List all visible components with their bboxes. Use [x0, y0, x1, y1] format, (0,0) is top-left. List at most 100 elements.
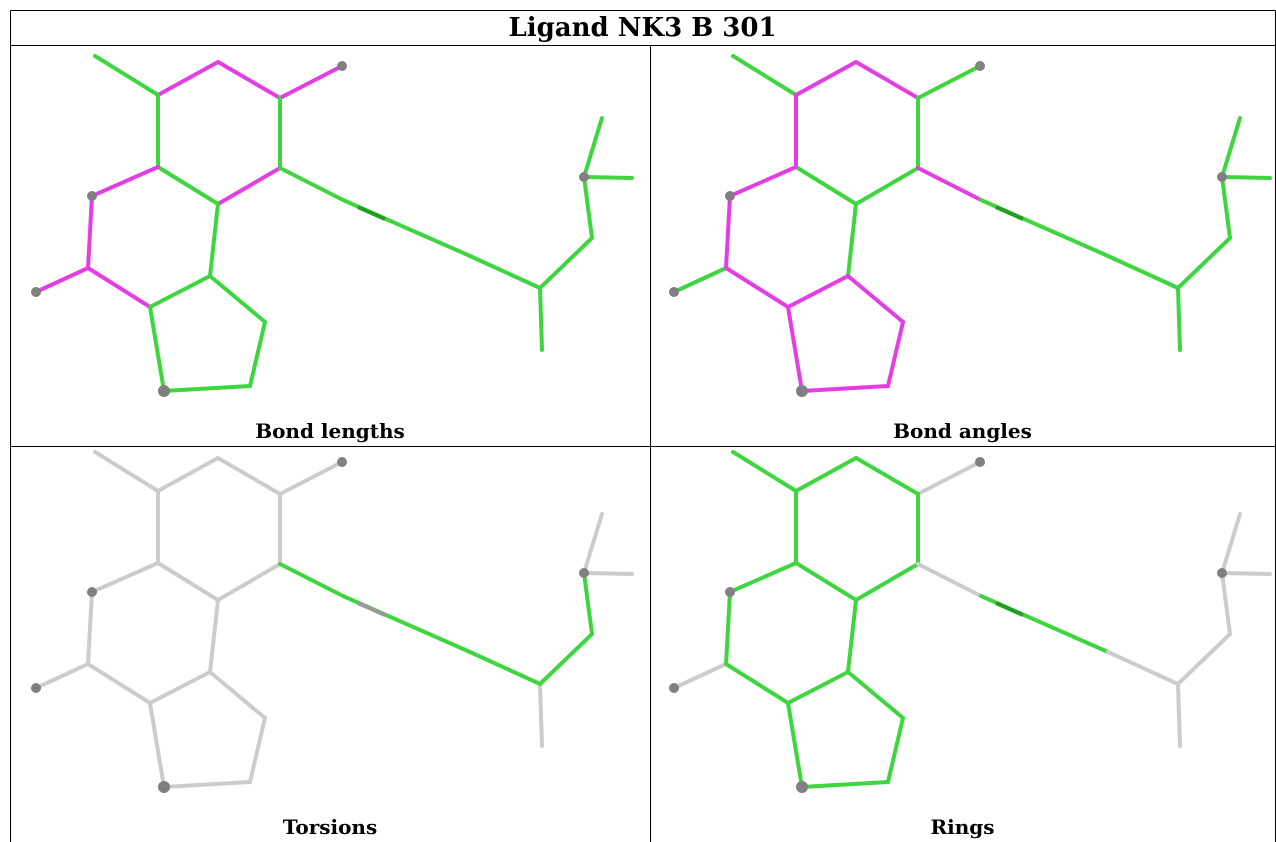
bond-r-s	[468, 650, 542, 686]
atom-sphere	[87, 191, 97, 201]
bond-d-e	[916, 460, 982, 496]
bond-g-h	[794, 561, 858, 602]
bond-n-o	[248, 716, 267, 784]
bond-s-u	[538, 236, 594, 290]
bond-f-g	[854, 166, 920, 206]
atom-sphere	[669, 683, 679, 693]
atom-sphere	[579, 172, 589, 182]
bond-u-v	[1220, 571, 1232, 636]
bond-s-t	[538, 286, 544, 352]
atom-sphere	[158, 385, 170, 397]
bond-m-n	[846, 670, 905, 720]
bond-f-q	[916, 166, 983, 202]
bond-d-e	[278, 460, 344, 496]
bond-p-l	[148, 701, 166, 789]
bond-m-g	[846, 202, 858, 278]
bond-b-c	[156, 456, 220, 493]
atom-sphere	[725, 191, 735, 201]
bond-g-h	[794, 165, 858, 206]
bond-c-d	[216, 60, 282, 100]
bond-n-o	[248, 320, 267, 388]
caption-torsions: Torsions	[282, 815, 378, 839]
bond-i-j	[724, 590, 732, 666]
bond-b-c	[794, 60, 858, 97]
atom-sphere	[725, 587, 735, 597]
bond-g-h	[156, 561, 220, 602]
table-borders	[10, 10, 1276, 842]
atom-sphere	[975, 457, 985, 467]
atom-sphere	[31, 287, 41, 297]
bond-j-l	[724, 662, 790, 705]
bond-i-j	[86, 194, 94, 270]
bond-v-x	[1220, 571, 1272, 576]
bond-s-t	[1176, 682, 1182, 748]
bond-b-c	[156, 60, 220, 97]
atom-sphere	[669, 287, 679, 297]
atom-sphere	[1217, 172, 1227, 182]
bond-j-k	[34, 662, 90, 690]
bond-r-s	[468, 254, 542, 290]
bond-s-u	[538, 632, 594, 686]
bond-j-k	[34, 266, 90, 294]
bond-v-x	[582, 175, 634, 180]
bond-j-k	[672, 266, 728, 294]
bond-j-l	[724, 266, 790, 309]
bond-m-n	[846, 274, 905, 324]
atom-sphere	[796, 385, 808, 397]
bond-o-p	[162, 384, 252, 393]
bond-f-q	[278, 562, 345, 598]
atom-sphere	[337, 61, 347, 71]
bond-f-g	[216, 562, 282, 602]
panel-torsions	[31, 450, 634, 793]
bond-v-x	[1220, 175, 1272, 180]
bond-c-d	[854, 60, 920, 100]
bond-m-n	[208, 670, 267, 720]
panel-bond-lengths	[31, 54, 634, 397]
bond-d-e	[278, 64, 344, 100]
bond-s-u	[1176, 632, 1232, 686]
bond-s-t	[538, 682, 544, 748]
bond-v-w	[1220, 512, 1242, 575]
bond-s-t	[1176, 286, 1182, 352]
bond-f-g	[216, 166, 282, 206]
bond-d-e	[916, 64, 982, 100]
panel-bond-angles	[669, 54, 1272, 397]
bond-m-g	[208, 598, 220, 674]
bond-p-l	[786, 305, 804, 393]
bond-shade-q-r	[995, 601, 1024, 617]
bond-u-v	[1220, 175, 1232, 240]
bond-h-i	[728, 165, 798, 198]
bond-o-p	[800, 384, 890, 393]
atom-sphere	[31, 683, 41, 693]
bond-a-b	[731, 54, 798, 97]
bond-j-l	[86, 266, 152, 309]
bond-m-g	[846, 598, 858, 674]
bond-l-m	[786, 670, 850, 705]
bond-i-j	[724, 194, 732, 270]
bond-m-n	[208, 274, 267, 324]
bond-o-p	[800, 780, 890, 789]
bond-r-s	[1106, 254, 1180, 290]
bond-j-k	[672, 662, 728, 690]
bond-f-q	[916, 562, 983, 598]
bond-l-m	[786, 274, 850, 309]
bond-m-g	[208, 202, 220, 278]
bond-f-g	[854, 562, 920, 602]
atom-sphere	[579, 568, 589, 578]
atom-sphere	[87, 587, 97, 597]
bond-shade-q-r	[357, 601, 386, 617]
caption-bond-lengths: Bond lengths	[255, 419, 405, 443]
atom-sphere	[337, 457, 347, 467]
bond-o-p	[162, 780, 252, 789]
figure-title: Ligand NK3 B 301	[508, 12, 777, 43]
atom-sphere	[975, 61, 985, 71]
caption-rings: Rings	[930, 815, 995, 839]
bond-j-l	[86, 662, 152, 705]
bond-l-m	[148, 670, 212, 705]
bond-l-m	[148, 274, 212, 309]
bond-b-c	[794, 456, 858, 493]
bond-a-b	[93, 54, 160, 97]
bond-c-d	[854, 456, 920, 496]
bond-n-o	[886, 320, 905, 388]
